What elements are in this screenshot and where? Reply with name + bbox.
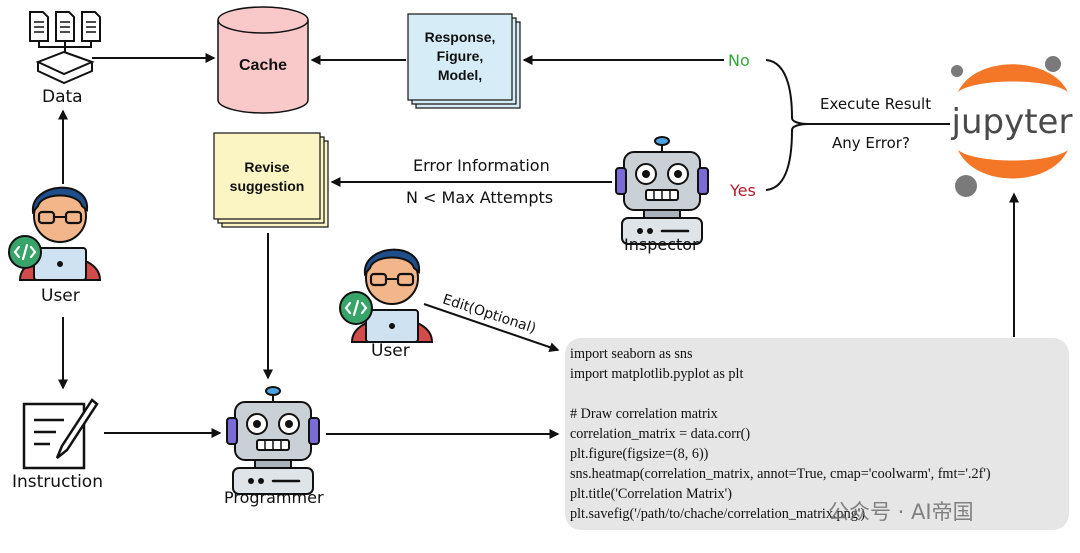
pencil-paper-icon <box>22 398 99 470</box>
cache-label: Cache <box>238 57 288 74</box>
code-line: # Draw correlation matrix <box>570 406 718 422</box>
code-badge-icon <box>338 290 374 326</box>
code-badge-icon <box>7 234 43 270</box>
code-line: plt.figure(figsize=(8, 6)) <box>570 446 709 462</box>
user-middle-label: User <box>371 341 410 361</box>
database-icon <box>217 6 309 114</box>
response-card-line-3: Model, <box>437 67 483 83</box>
decision-brace <box>765 59 809 191</box>
inspector-label: Inspector <box>624 235 699 254</box>
code-line: plt.savefig('/path/to/chache/correlation… <box>570 506 866 522</box>
code-line: sns.heatmap(correlation_matrix, annot=Tr… <box>570 466 991 482</box>
revise-card-line-2: suggestion <box>229 178 305 194</box>
yes-label: Yes <box>730 181 756 200</box>
response-card-line-1: Response, <box>424 29 496 45</box>
no-label: No <box>728 51 750 70</box>
generated-code-block <box>565 338 1069 530</box>
flow-arrows <box>58 53 1019 439</box>
any-error-label: Any Error? <box>832 134 910 152</box>
data-files-icon <box>29 11 101 85</box>
programmer-label: Programmer <box>224 488 324 507</box>
jupyter-logo-icon <box>951 56 1068 197</box>
revise-card-stack <box>213 132 329 228</box>
execute-result-label: Execute Result <box>820 95 932 113</box>
error-information-label: Error Information <box>413 156 550 175</box>
user-left-label: User <box>41 286 80 306</box>
code-line: import seaborn as sns <box>570 346 693 362</box>
max-attempts-label: N < Max Attempts <box>406 188 554 207</box>
watermark-text: 公众号 · AI帝国 <box>828 500 974 524</box>
response-card-line-2: Figure, <box>436 48 484 64</box>
revise-card-line-1: Revise <box>244 159 290 175</box>
code-line: plt.title('Correlation Matrix') <box>570 486 732 502</box>
response-card-stack <box>407 13 521 109</box>
code-line: import matplotlib.pyplot as plt <box>570 366 744 382</box>
robot-icon <box>614 135 710 246</box>
code-line: correlation_matrix = data.corr() <box>570 426 751 442</box>
data-label: Data <box>42 87 83 107</box>
instruction-label: Instruction <box>12 472 103 492</box>
jupyter-wordmark: jupyter <box>951 102 1073 142</box>
robot-icon <box>225 385 321 496</box>
